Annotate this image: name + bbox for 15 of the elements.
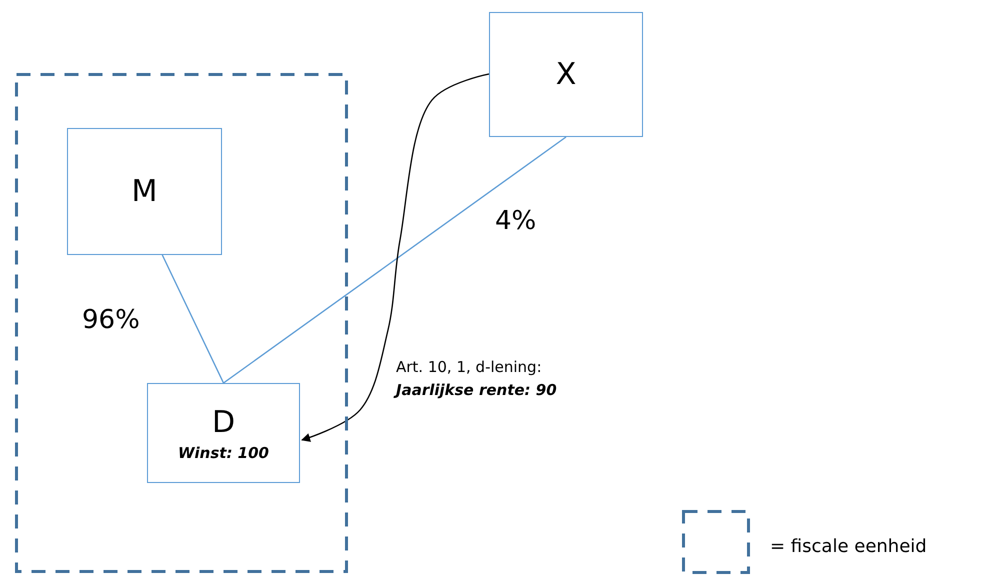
entity-box [489, 12, 643, 137]
arrow [301, 73, 490, 442]
entity-box [147, 383, 300, 483]
entity-letter: D [212, 404, 236, 440]
entity-letter: M [132, 174, 158, 209]
entity-box [67, 128, 222, 255]
profit-text: Winst: 100 [178, 444, 269, 462]
connector-line [223, 136, 566, 384]
percentage-label: 4% [495, 206, 536, 238]
percentage-label: 96% [82, 305, 140, 336]
entity-letter: X [556, 57, 576, 92]
fiscal-unit-dashed-box [15, 73, 348, 573]
legend-text: = fiscale eenheid [770, 536, 927, 557]
edge-label: Art. 10, 1, d-lening: Jaarlijkse rente: 90 [396, 356, 557, 401]
connector-line [162, 254, 224, 384]
